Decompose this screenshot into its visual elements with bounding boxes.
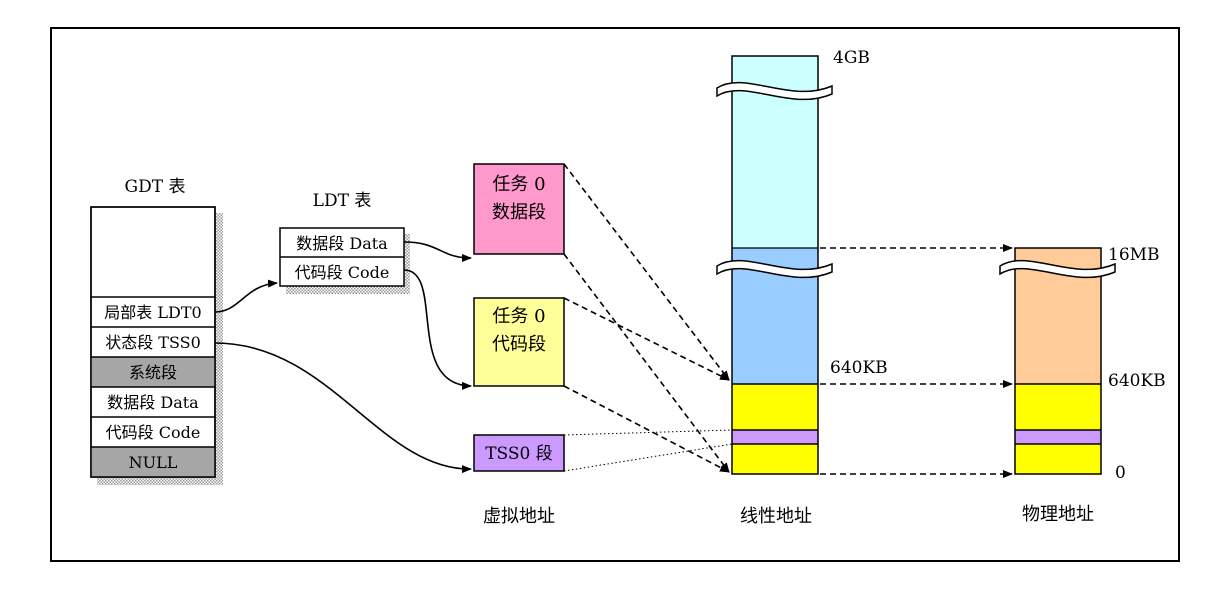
task0-data-label-1: 任务 0	[492, 174, 545, 195]
tss0-segment	[473, 434, 565, 472]
ldt-row-code: 代码段 Code	[295, 263, 390, 282]
linear-address-caption: 线性地址	[740, 506, 812, 527]
dot-tss-bottom-to-linear	[563, 443, 733, 472]
gdt-table: 局部表 LDT0 状态段 TSS0 系统段 数据段 Data 代码段 Code …	[90, 206, 223, 485]
linear-label-640kb: 640KB	[830, 358, 888, 378]
dash-data-bottom-to-linear	[563, 253, 730, 473]
arrow-ldt-code-to-task-code	[403, 269, 472, 390]
gdt-row-null-fill	[91, 447, 215, 477]
task0-code-label-1: 任务 0	[492, 306, 545, 327]
gdt-row-null: NULL	[129, 453, 178, 472]
tss0-label: TSS0 段	[485, 444, 553, 464]
arrow-tss0-to-tss-segment	[214, 342, 472, 474]
ldt-table: 数据段 Data 代码段 Code	[279, 227, 410, 294]
gdt-row-ldt0: 局部表 LDT0	[104, 303, 201, 322]
dash-data-top-to-linear	[563, 163, 730, 381]
dot-tss-top-to-linear	[563, 429, 733, 436]
task0-code-label-2: 代码段	[492, 334, 546, 355]
break-mark-mid	[716, 259, 833, 279]
linear-region-data	[732, 384, 818, 430]
task0-data-label-2: 数据段	[492, 202, 546, 223]
break-mark-top	[716, 81, 833, 101]
physical-address-caption: 物理地址	[1022, 504, 1094, 525]
gdt-row-code: 代码段 Code	[106, 423, 201, 442]
linear-label-4gb: 4GB	[833, 48, 870, 68]
gdt-row-tss0: 状态段 TSS0	[105, 333, 201, 352]
physical-region-tss	[1015, 430, 1101, 444]
physical-region-code	[1015, 444, 1101, 474]
arrow-ldt-data-to-task-data	[403, 241, 472, 262]
task0-code-segment	[473, 297, 565, 387]
physical-label-640kb: 640KB	[1108, 371, 1166, 391]
gdt-title: GDT 表	[125, 177, 186, 197]
dash-code-bottom-to-linear	[563, 385, 730, 473]
physical-label-16mb: 16MB	[1108, 245, 1160, 265]
break-mark-physical	[999, 259, 1116, 279]
gdt-row-system: 系统段	[129, 363, 177, 382]
linear-region-tss	[732, 430, 818, 444]
linear-address-bar	[716, 55, 833, 475]
linear-region-code	[732, 444, 818, 474]
physical-label-0: 0	[1115, 463, 1126, 483]
gdt-row-system-fill	[91, 357, 215, 387]
ldt-title: LDT 表	[313, 191, 372, 211]
ldt-row-data: 数据段 Data	[296, 234, 388, 253]
virtual-address-caption: 虚拟地址	[483, 506, 555, 527]
task0-data-segment	[473, 163, 565, 255]
gdt-row-data: 数据段 Data	[107, 393, 199, 412]
gdt-box	[90, 206, 216, 478]
diagram-frame	[50, 27, 1180, 562]
physical-address-bar	[999, 247, 1116, 475]
arrow-ldt0-to-ldt	[214, 279, 278, 313]
dash-code-top-to-linear	[563, 297, 730, 381]
physical-region-data	[1015, 384, 1101, 430]
